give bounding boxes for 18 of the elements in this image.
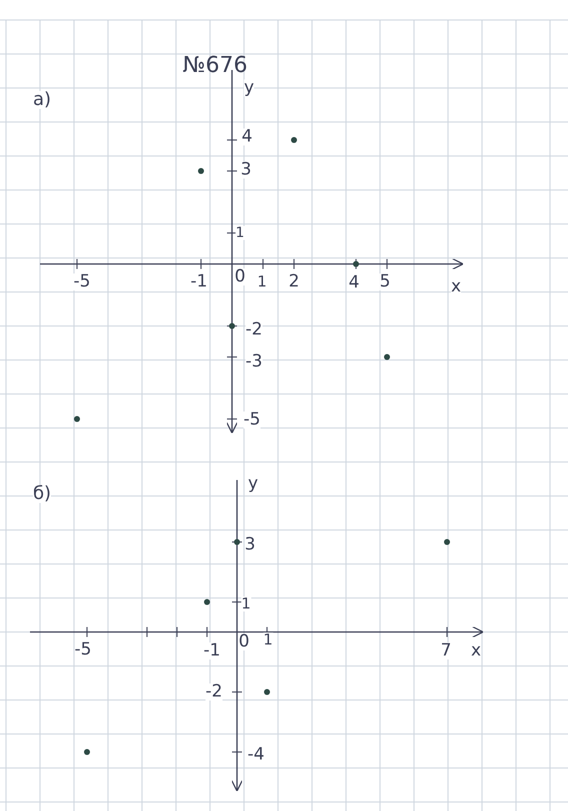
tick-label: 1 — [257, 274, 267, 290]
axis-label: y — [244, 80, 254, 96]
tick-label: 1 — [241, 596, 251, 612]
tick-label: 5 — [380, 274, 390, 290]
tick-label: 0 — [234, 268, 246, 286]
tick-label: 1 — [263, 632, 273, 648]
part-label: б) — [32, 485, 52, 503]
tick-label: -5 — [74, 274, 90, 290]
tick-label: 3 — [240, 162, 252, 178]
tick-label: -1 — [204, 642, 220, 660]
tick-label: 4 — [242, 128, 252, 146]
tick-label: 0 — [238, 634, 250, 650]
problem-number: №676 — [182, 55, 248, 77]
tick-label: -5 — [244, 412, 260, 428]
tick-label: 7 — [440, 642, 452, 660]
tick-label: -2 — [206, 684, 222, 700]
tick-label: 1 — [236, 226, 244, 240]
part-label: а) — [32, 91, 52, 109]
